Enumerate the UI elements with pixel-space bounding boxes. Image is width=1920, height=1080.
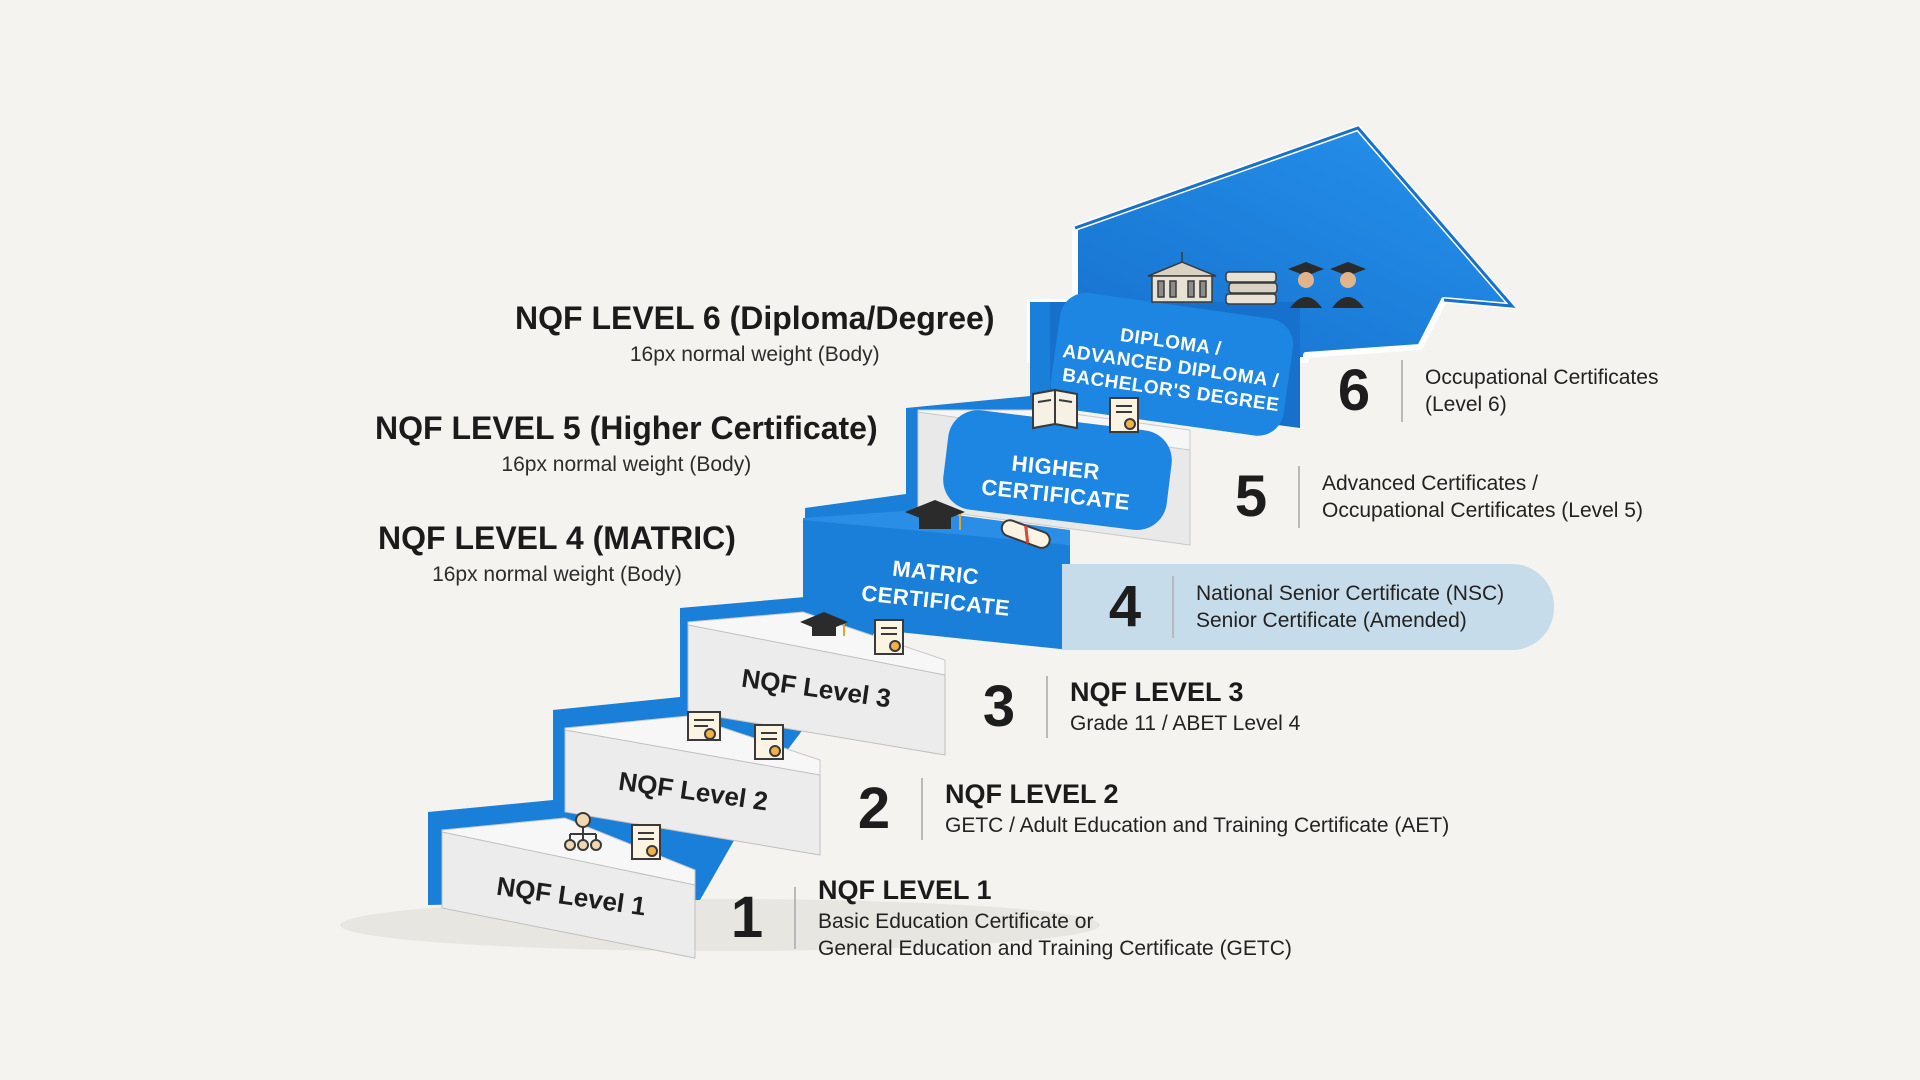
level-number: 3 bbox=[982, 674, 1016, 739]
level-4-highlight bbox=[1062, 564, 1554, 650]
level-number: 4 bbox=[1108, 574, 1142, 639]
description-heading: NQF LEVEL 3 bbox=[1070, 677, 1244, 708]
left-label-title: NQF LEVEL 5 (Higher Certificate) bbox=[375, 410, 878, 446]
level-description: NQF LEVEL 3 Grade 11 / ABET Level 4 bbox=[1070, 676, 1300, 737]
left-label-subtitle: 16px normal weight (Body) bbox=[432, 563, 682, 586]
diploma-icon bbox=[687, 711, 721, 741]
divider bbox=[1172, 576, 1174, 638]
level5-pill bbox=[943, 410, 1172, 530]
left-label-subtitle: 16px normal weight (Body) bbox=[501, 453, 752, 476]
left-label-level-4: NQF LEVEL 4 (MATRIC) 16px normal weight … bbox=[378, 520, 736, 587]
description-line: GETC / Adult Education and Training Cert… bbox=[945, 814, 1450, 838]
university-building-icon bbox=[1147, 252, 1217, 303]
level-description: Occupational Certificates (Level 6) bbox=[1425, 364, 1658, 419]
divider bbox=[794, 887, 796, 950]
description-line: National Senior Certificate (NSC) bbox=[1196, 581, 1505, 605]
divider bbox=[921, 778, 923, 840]
certificate-icon bbox=[754, 724, 784, 760]
description-line: Occupational Certificates (Level 5) bbox=[1322, 499, 1643, 522]
step-3 bbox=[687, 611, 946, 756]
open-book-icon bbox=[1032, 388, 1078, 430]
graduate-female-icon bbox=[1330, 262, 1366, 308]
description-line: Basic Education Certificate or bbox=[818, 909, 1094, 933]
certificate-icon bbox=[1109, 397, 1139, 433]
description-heading: NQF LEVEL 1 bbox=[818, 875, 992, 905]
right-label-level-3: 3 NQF LEVEL 3 Grade 11 / ABET Level 4 bbox=[970, 676, 1300, 738]
hierarchy-icon bbox=[564, 812, 602, 851]
graduate-male-icon bbox=[1288, 262, 1324, 308]
step-5 bbox=[917, 409, 1191, 546]
divider bbox=[1046, 676, 1048, 738]
step-1 bbox=[441, 817, 696, 959]
book-stack-icon bbox=[1225, 271, 1278, 305]
right-label-level-5: 5 Advanced Certificates / Occupational C… bbox=[1222, 466, 1643, 528]
level-description: NQF LEVEL 2 GETC / Adult Education and T… bbox=[945, 778, 1449, 839]
divider bbox=[1298, 466, 1300, 528]
level-number: 2 bbox=[857, 776, 891, 841]
step-2 bbox=[564, 715, 821, 856]
certificate-icon bbox=[874, 619, 904, 655]
level-number: 6 bbox=[1337, 358, 1371, 423]
level-number: 1 bbox=[730, 885, 764, 951]
level-number: 5 bbox=[1234, 464, 1268, 529]
scroll-icon bbox=[1000, 519, 1051, 549]
right-label-level-4: 4 National Senior Certificate (NSC) Seni… bbox=[1096, 576, 1504, 638]
right-label-level-6: 6 Occupational Certificates (Level 6) bbox=[1325, 360, 1658, 422]
left-label-subtitle: 16px normal weight (Body) bbox=[629, 343, 880, 366]
level-description: National Senior Certificate (NSC) Senior… bbox=[1196, 580, 1504, 635]
description-line: Senior Certificate (Amended) bbox=[1196, 609, 1467, 632]
left-label-title: NQF LEVEL 4 (MATRIC) bbox=[378, 520, 736, 556]
divider bbox=[1401, 360, 1403, 422]
growth-arrow-outline bbox=[1074, 126, 1516, 308]
description-heading: NQF LEVEL 2 bbox=[945, 779, 1119, 810]
left-label-level-6: NQF LEVEL 6 (Diploma/Degree) 16px normal… bbox=[515, 300, 995, 367]
description-line: (Level 6) bbox=[1425, 393, 1507, 416]
right-label-level-1: 1 NQF LEVEL 1 Basic Education Certificat… bbox=[718, 874, 1292, 962]
graduation-cap-icon bbox=[905, 500, 965, 530]
left-label-title: NQF LEVEL 6 (Diploma/Degree) bbox=[515, 300, 995, 336]
graduation-cap-icon bbox=[800, 612, 848, 636]
level-description: Advanced Certificates / Occupational Cer… bbox=[1322, 470, 1643, 525]
left-label-level-5: NQF LEVEL 5 (Higher Certificate) 16px no… bbox=[375, 410, 878, 477]
certificate-icon bbox=[631, 824, 661, 860]
description-line: General Education and Training Certifica… bbox=[818, 937, 1292, 961]
description-line: Grade 11 / ABET Level 4 bbox=[1070, 712, 1301, 736]
level-description: NQF LEVEL 1 Basic Education Certificate … bbox=[818, 874, 1292, 962]
right-label-level-2: 2 NQF LEVEL 2 GETC / Adult Education and… bbox=[845, 778, 1449, 840]
description-line: Advanced Certificates / bbox=[1322, 471, 1538, 495]
description-line: Occupational Certificates bbox=[1425, 365, 1659, 389]
